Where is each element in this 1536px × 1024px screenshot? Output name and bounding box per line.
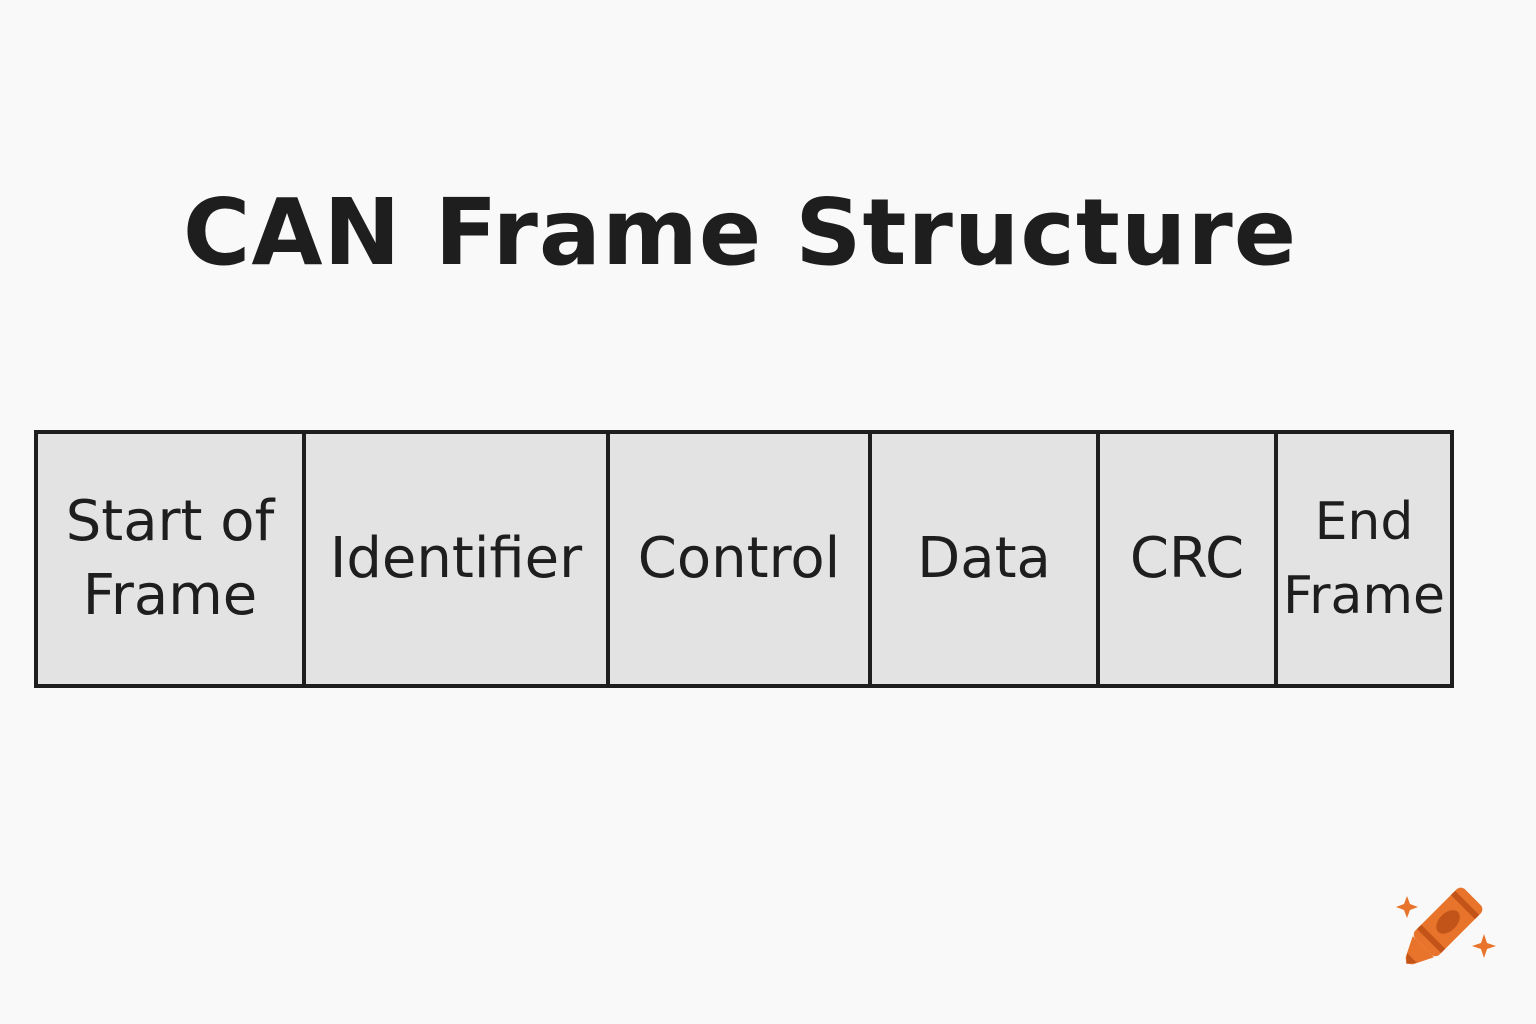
field-label: End Frame	[1282, 492, 1446, 626]
field-data: Data	[872, 434, 1100, 684]
field-identifier: Identifier	[306, 434, 610, 684]
field-control: Control	[610, 434, 872, 684]
field-start-of-frame: Start of Frame	[38, 434, 306, 684]
field-end-frame: End Frame	[1278, 434, 1450, 684]
field-label: Identifier	[329, 526, 583, 591]
field-label: Start of Frame	[65, 489, 275, 628]
field-label: Control	[637, 526, 841, 591]
field-label: CRC	[1129, 526, 1245, 591]
field-label: Data	[917, 526, 1051, 591]
field-crc: CRC	[1100, 434, 1278, 684]
diagram-title: CAN Frame Structure	[182, 179, 1298, 286]
can-frame-diagram: Start of Frame Identifier Control Data C…	[34, 430, 1454, 688]
crayon-sparkle-icon	[1396, 887, 1496, 965]
